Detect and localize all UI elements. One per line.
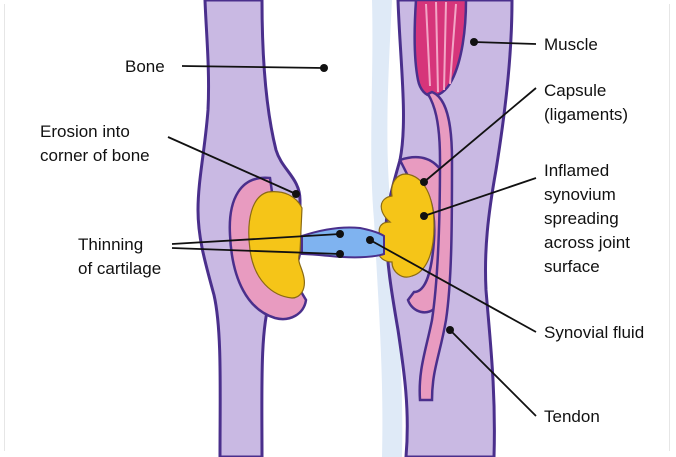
dot-inflamed	[420, 212, 428, 220]
label-erosion-line1: Erosion into	[40, 121, 130, 142]
label-thinning-line1: Thinning	[78, 234, 143, 255]
label-inflamed-line2: synovium	[544, 184, 616, 205]
label-erosion-line2: corner of bone	[40, 145, 150, 166]
dot-muscle	[470, 38, 478, 46]
label-thinning-line2: of cartilage	[78, 258, 161, 279]
dot-capsule	[420, 178, 428, 186]
label-capsule-line1: Capsule	[544, 80, 606, 101]
label-inflamed-line3: spreading	[544, 208, 619, 229]
label-tendon: Tendon	[544, 406, 600, 427]
dot-erosion	[292, 190, 300, 198]
label-inflamed-line5: surface	[544, 256, 600, 277]
dot-thinning-a	[336, 230, 344, 238]
label-inflamed-line4: across joint	[544, 232, 630, 253]
label-capsule-line2: (ligaments)	[544, 104, 628, 125]
label-synovial-fluid: Synovial fluid	[544, 322, 644, 343]
label-bone: Bone	[125, 56, 165, 77]
label-inflamed-line1: Inflamed	[544, 160, 609, 181]
dot-fluid	[366, 236, 374, 244]
label-muscle: Muscle	[544, 34, 598, 55]
leader-bone	[182, 66, 324, 68]
dot-thinning-b	[336, 250, 344, 258]
dot-tendon	[446, 326, 454, 334]
dot-bone	[320, 64, 328, 72]
